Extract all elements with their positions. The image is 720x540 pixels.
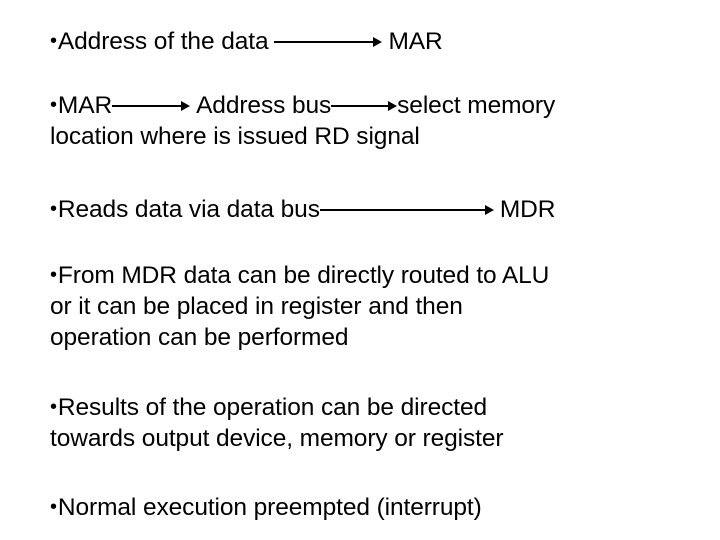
bullet-icon: •: [50, 496, 57, 518]
bullet-icon: •: [50, 94, 57, 116]
bullet-block-address-to-mar: •Address of the data MAR: [50, 26, 690, 57]
text-line: location where is issued RD signal: [50, 121, 690, 152]
text-run: MAR: [57, 92, 113, 119]
bullet-icon: •: [50, 30, 57, 52]
bullet-icon: •: [50, 198, 57, 220]
text-run: Reads data via data bus: [57, 196, 320, 223]
text-run: From MDR data can be directly routed to …: [57, 262, 550, 289]
text-line: operation can be performed: [50, 322, 690, 353]
text-line: •MAR Address bus select memory: [50, 90, 690, 121]
text-run: operation can be performed: [50, 324, 349, 351]
arrow-connector-icon: [331, 101, 398, 111]
text-line: •Address of the data MAR: [50, 26, 690, 57]
bullet-block-results-direction: •Results of the operation can be directe…: [50, 392, 690, 454]
text-run: MDR: [499, 196, 556, 223]
arrow-connector-icon: [112, 101, 191, 111]
text-line: •Normal execution preempted (interrupt): [50, 492, 690, 523]
bullet-block-normal-execution-preempted: •Normal execution preempted (interrupt): [50, 492, 690, 523]
bullet-block-from-mdr-routing: •From MDR data can be directly routed to…: [50, 260, 690, 353]
text-line: or it can be placed in register and then: [50, 291, 690, 322]
text-run: or it can be placed in register and then: [50, 293, 463, 320]
bullet-icon: •: [50, 396, 57, 418]
bullet-block-mar-address-bus: •MAR Address bus select memory location wh…: [50, 90, 690, 152]
text-run: Normal execution preempted (interrupt): [57, 494, 482, 521]
text-run: select memory: [397, 92, 556, 119]
text-line: •Reads data via data bus MDR: [50, 194, 690, 225]
text-run: towards output device, memory or registe…: [50, 425, 504, 452]
arrow-connector-icon: [319, 205, 494, 215]
text-line: •From MDR data can be directly routed to…: [50, 260, 690, 291]
bullet-icon: •: [50, 264, 57, 286]
text-run: Results of the operation can be directed: [57, 394, 488, 421]
text-run: Address of the data: [57, 28, 269, 55]
text-run: MAR: [388, 28, 443, 55]
arrow-connector-icon: [274, 37, 383, 47]
text-line: •Results of the operation can be directe…: [50, 392, 690, 423]
text-run: location where is issued RD signal: [50, 123, 420, 150]
bullet-block-reads-data-to-mdr: •Reads data via data bus MDR: [50, 194, 690, 225]
text-line: towards output device, memory or registe…: [50, 423, 690, 454]
text-run: Address bus: [196, 92, 332, 119]
